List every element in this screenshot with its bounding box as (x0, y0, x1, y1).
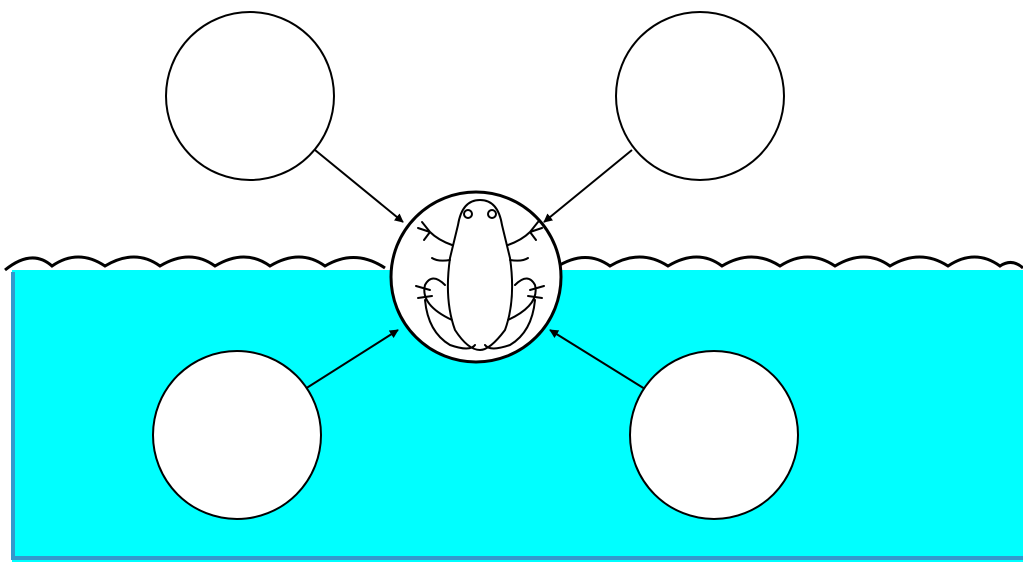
top-left-circle (166, 12, 334, 180)
arrow-top-left (315, 150, 403, 222)
bottom-left-circle (153, 351, 321, 519)
top-right-circle (616, 12, 784, 180)
center-frog-circle (391, 192, 561, 362)
bottom-right-circle (630, 351, 798, 519)
arrow-top-right (544, 150, 632, 222)
